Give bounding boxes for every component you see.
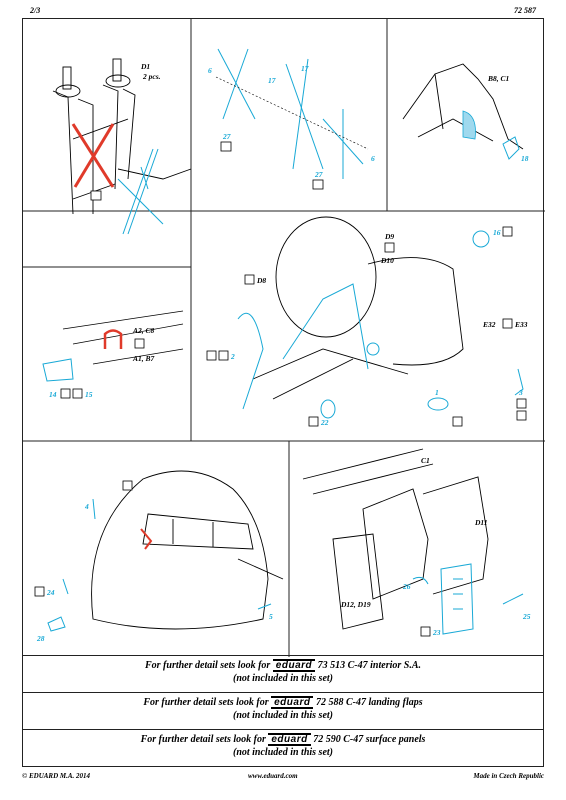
- part-23: 23: [432, 628, 441, 637]
- panel-fairing: [402, 63, 524, 150]
- panel-landing-gear: [52, 58, 192, 215]
- note-sub: (not included in this set): [232, 710, 333, 721]
- note-interior: For further detail sets look for eduard …: [22, 656, 544, 693]
- part-16: 16: [493, 228, 501, 237]
- part-26: 26: [402, 582, 411, 591]
- note-text: 72 590 C-47 surface panels: [313, 734, 426, 745]
- instruction-drawings: D1 2 pcs. 6 17 17 27 27 6 B8, C1 18: [23, 19, 545, 657]
- part-5: 5: [269, 612, 273, 621]
- part-18: 18: [521, 154, 529, 163]
- bend-symbol-gear: [90, 190, 102, 201]
- etch-engine-struts: [237, 230, 524, 419]
- label-e32: E32: [482, 320, 496, 329]
- part-22: 22: [320, 418, 329, 427]
- label-a2c8: A2, C8: [132, 326, 155, 335]
- eduard-logo: eduard: [271, 696, 314, 709]
- part-27-b: 27: [314, 170, 323, 179]
- panel-cross-braces: [217, 48, 364, 179]
- note-prefix: For further detail sets look for: [145, 660, 271, 671]
- label-d9: D9: [384, 232, 394, 241]
- part-17-a: 17: [268, 76, 276, 85]
- eduard-logo: eduard: [268, 733, 311, 746]
- label-d11: D11: [474, 518, 488, 527]
- panel-cockpit: [91, 470, 284, 630]
- label-a1b7: A1, B7: [132, 354, 155, 363]
- note-sub: (not included in this set): [232, 747, 333, 758]
- remove-mark-gear: [71, 123, 115, 188]
- part-17-b: 17: [301, 64, 309, 73]
- note-text: 72 588 C-47 landing flaps: [315, 697, 423, 708]
- note-sub: (not included in this set): [232, 673, 333, 684]
- part-1: 1: [435, 388, 439, 397]
- label-d1: D1: [140, 62, 150, 71]
- label-d8: D8: [256, 276, 266, 285]
- part-6-a: 6: [208, 66, 212, 75]
- part-14: 14: [49, 390, 57, 399]
- made-in: Made in Czech Republic: [473, 772, 544, 780]
- part-27-a: 27: [222, 132, 231, 141]
- eduard-logo: eduard: [272, 659, 316, 672]
- label-d1-qty: 2 pcs.: [142, 72, 161, 81]
- part-4: 4: [84, 502, 89, 511]
- panel-bracket: [62, 310, 184, 365]
- panel-cargo-door: [302, 448, 489, 630]
- label-d10: D10: [380, 256, 394, 265]
- page-number: 2/3: [30, 6, 41, 15]
- note-prefix: For further detail sets look for: [143, 697, 269, 708]
- note-text: 73 513 C-47 interior S.A.: [317, 660, 421, 671]
- set-number: 72 587: [514, 6, 536, 15]
- note-landing-flaps: For further detail sets look for eduard …: [22, 693, 544, 730]
- part-24: 24: [46, 588, 55, 597]
- note-prefix: For further detail sets look for: [140, 734, 266, 745]
- label-c1: C1: [421, 456, 430, 465]
- website: www.eduard.com: [248, 772, 298, 780]
- part-25: 25: [522, 612, 531, 621]
- part-3: 3: [518, 388, 523, 397]
- instruction-sheet: D1 2 pcs. 6 17 17 27 27 6 B8, C1 18: [22, 18, 545, 657]
- part-6-b: 6: [371, 154, 375, 163]
- label-b8c1: B8, C1: [487, 74, 509, 83]
- panel-engine: [252, 216, 464, 400]
- copyright: © EDUARD M.A. 2014: [22, 772, 91, 780]
- part-28: 28: [36, 634, 45, 643]
- part-2: 2: [230, 352, 235, 361]
- note-surface-panels: For further detail sets look for eduard …: [22, 730, 544, 767]
- etch-gear-braces: [117, 148, 164, 235]
- label-d12d19: D12, D19: [340, 600, 371, 609]
- part-15: 15: [85, 390, 93, 399]
- label-e33: E33: [514, 320, 528, 329]
